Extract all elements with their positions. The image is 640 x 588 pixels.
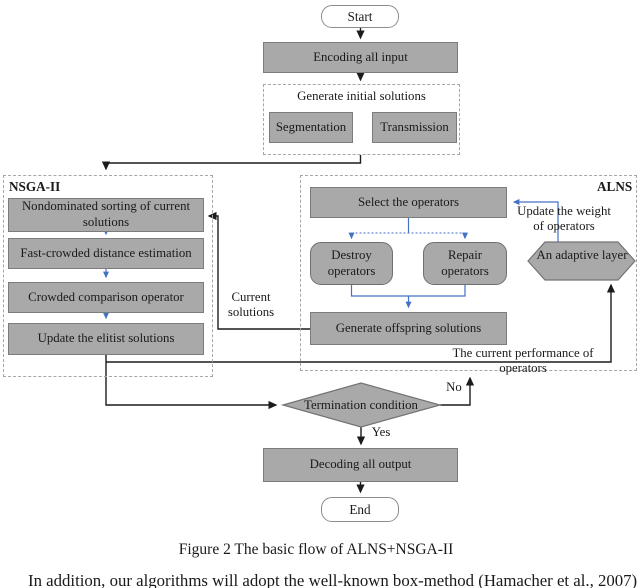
end-label: End xyxy=(349,501,371,517)
initial-solutions-title: Generate initial solutions xyxy=(297,89,426,103)
repair-operators-label: Repair operators xyxy=(441,247,489,278)
nsga2-step-crowded-comparison: Crowded comparison operator xyxy=(8,282,204,313)
nsga2-step-label: Nondominated sorting of current solution… xyxy=(21,199,191,229)
body-paragraph: In addition, our algorithms will adopt t… xyxy=(28,571,638,588)
no-branch-label: No xyxy=(446,380,462,394)
transmission-node: Transmission xyxy=(372,112,457,143)
update-weight-label: Update the weight of operators xyxy=(517,204,611,234)
initial-solutions-group xyxy=(263,84,460,155)
termination-label: Termination condition xyxy=(304,398,418,412)
figure-caption: Figure 2 The basic flow of ALNS+NSGA-II xyxy=(178,541,454,558)
generate-offspring-label: Generate offspring solutions xyxy=(335,320,482,335)
adaptive-layer-hexagon xyxy=(527,241,636,281)
alns-group xyxy=(300,175,637,371)
segmentation-label: Segmentation xyxy=(275,119,347,134)
encoding-node: Encoding all input xyxy=(263,42,458,73)
nsga2-step-label: Update the elitist solutions xyxy=(37,331,175,346)
decoding-label: Decoding all output xyxy=(309,457,412,472)
start-node: Start xyxy=(321,5,399,28)
nsga2-group xyxy=(3,175,213,377)
current-performance-label: The current performance of operators xyxy=(452,346,594,376)
repair-operators-node: Repair operators xyxy=(423,242,507,285)
generate-offspring-node: Generate offspring solutions xyxy=(310,312,507,345)
nsga2-step-update-elitist: Update the elitist solutions xyxy=(8,323,204,355)
current-solutions-label: Current solutions xyxy=(227,290,275,320)
select-operators-label: Select the operators xyxy=(358,194,459,209)
nsga2-step-fast-crowded: Fast-crowded distance estimation xyxy=(8,238,204,269)
nsga2-title: NSGA-II xyxy=(9,179,61,194)
segmentation-node: Segmentation xyxy=(269,112,353,143)
adaptive-layer-label: An adaptive layer xyxy=(536,248,628,262)
transmission-label: Transmission xyxy=(380,119,449,134)
black-connectors xyxy=(101,28,616,494)
encoding-label: Encoding all input xyxy=(313,49,408,64)
end-node: End xyxy=(321,497,399,522)
termination-diamond xyxy=(280,382,443,428)
select-operators-node: Select the operators xyxy=(310,187,507,218)
start-label: Start xyxy=(347,8,373,24)
yes-branch-label: Yes xyxy=(371,425,391,439)
nsga2-step-nondominated-sorting: Nondominated sorting of current solution… xyxy=(8,198,204,232)
destroy-operators-node: Destroy operators xyxy=(310,242,393,285)
decoding-node: Decoding all output xyxy=(263,448,458,482)
destroy-operators-label: Destroy operators xyxy=(327,247,376,278)
alns-title: ALNS xyxy=(597,179,633,194)
nsga2-step-label: Crowded comparison operator xyxy=(28,289,184,304)
blue-connectors xyxy=(103,199,559,320)
nsga2-step-label: Fast-crowded distance estimation xyxy=(20,245,192,260)
